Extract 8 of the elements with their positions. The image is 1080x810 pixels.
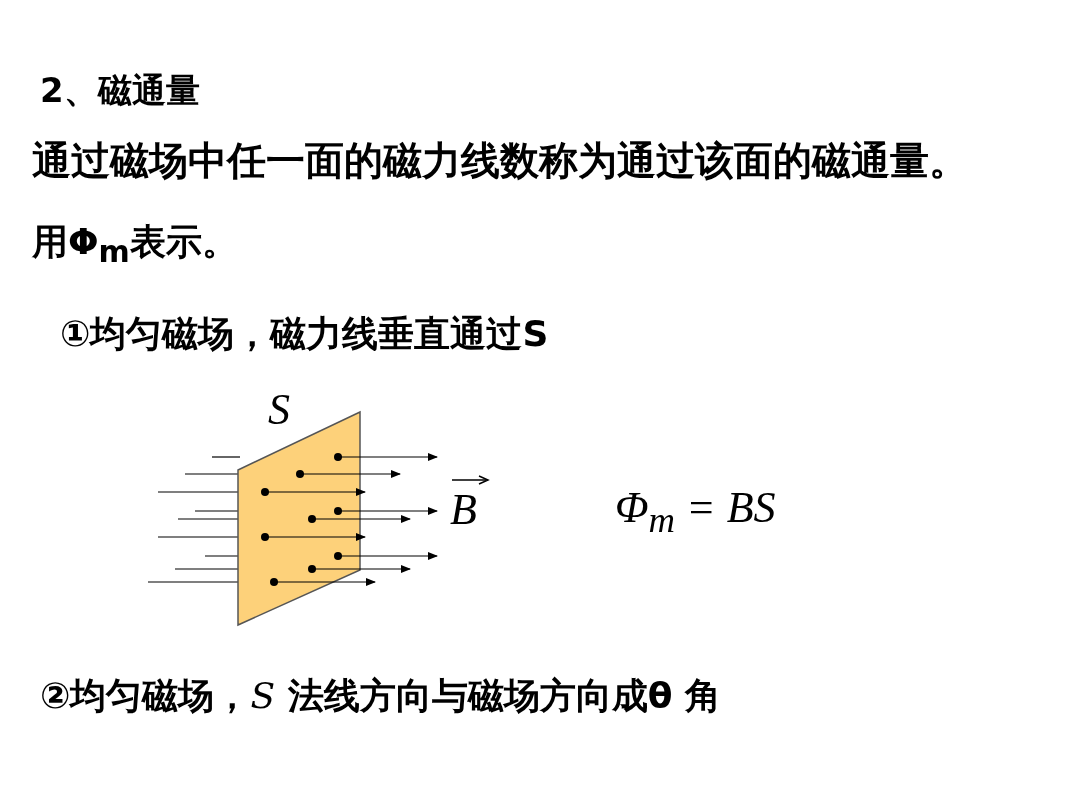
body-text: 通过磁场中任一面的磁力线数称为通过该面的磁通量。 (32, 138, 968, 185)
surface-label: S (268, 388, 290, 432)
vector-label: B (450, 488, 477, 532)
heading: ②均匀磁场，S 法线方向与磁场方向成θ 角 (40, 674, 721, 718)
formula: Φ$_{m}$ = BS (615, 486, 776, 539)
heading: ①均匀磁场，磁力线垂直通过S (60, 312, 549, 356)
title: 2、磁通量 (40, 70, 200, 111)
body-text: 用Φ$_{m}$表示。 (32, 220, 238, 271)
